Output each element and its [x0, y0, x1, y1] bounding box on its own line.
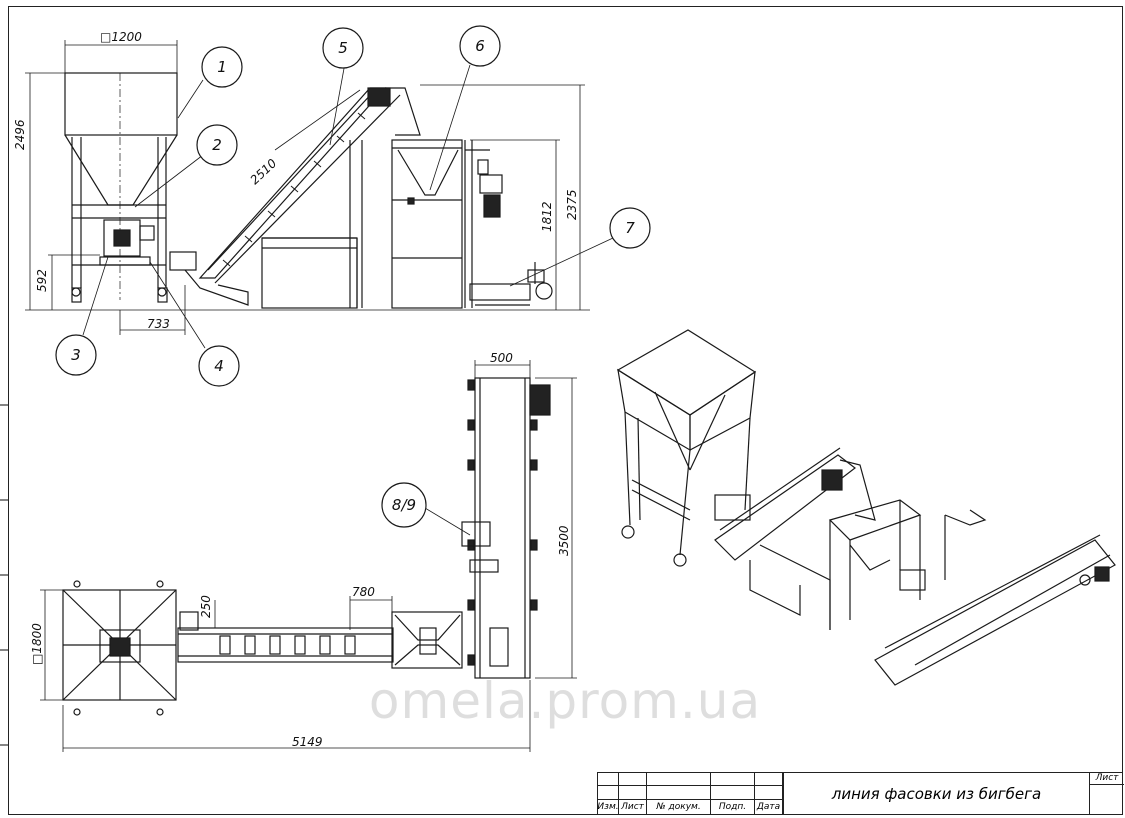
dim-outlet-height: 592	[35, 269, 49, 292]
dim-filler-height: 1812	[540, 201, 554, 232]
tb-col-date: Дата	[755, 800, 783, 815]
tb-col-list: Лист	[619, 800, 647, 815]
sheet-label: Лист	[1090, 773, 1124, 785]
tb-cell	[619, 786, 647, 800]
dim-belt-length: 3500	[557, 525, 571, 556]
plan-view	[40, 360, 577, 752]
dim-line-height: 2375	[565, 189, 579, 220]
title-block-grid: Изм. Лист № докум. Подп. Дата	[597, 772, 783, 815]
tb-col-sign: Подп.	[711, 800, 755, 815]
callout-1: 1	[217, 58, 227, 76]
title-block: Изм. Лист № докум. Подп. Дата линия фасо…	[597, 772, 1124, 815]
callout-7: 7	[625, 219, 635, 237]
callout-6: 6	[475, 37, 485, 55]
dim-outlet-offset: 733	[147, 317, 170, 331]
dim-plan-hopper: □1800	[30, 623, 44, 665]
tb-col-doc: № докум.	[647, 800, 711, 815]
callout-5: 5	[338, 39, 348, 57]
tb-cell	[711, 786, 755, 800]
callout-8-9: 8/9	[392, 496, 416, 514]
tb-cell	[755, 786, 783, 800]
callout-4: 4	[214, 357, 224, 375]
tb-cell	[619, 772, 647, 786]
drawing-frame	[8, 6, 1123, 815]
drawing-title: линия фасовки из бигбега	[783, 772, 1089, 815]
dim-total-height: 2496	[13, 119, 27, 150]
tb-cell	[597, 786, 619, 800]
sheet-box: Лист	[1089, 772, 1124, 815]
dim-hopper-width: □1200	[100, 30, 142, 44]
dim-780: 780	[352, 585, 375, 599]
callout-2: 2	[212, 136, 222, 154]
tb-cell	[711, 772, 755, 786]
side-view	[25, 40, 614, 349]
callout-3: 3	[71, 346, 81, 364]
dim-belt-width: 500	[490, 351, 513, 365]
tb-col-izm: Изм.	[597, 800, 619, 815]
dim-total-length: 5149	[292, 735, 323, 749]
tb-cell	[755, 772, 783, 786]
tb-cell	[597, 772, 619, 786]
isometric-view	[616, 329, 1116, 686]
dim-offset-250: 250	[199, 595, 213, 618]
tb-cell	[647, 772, 711, 786]
tb-cell	[647, 786, 711, 800]
